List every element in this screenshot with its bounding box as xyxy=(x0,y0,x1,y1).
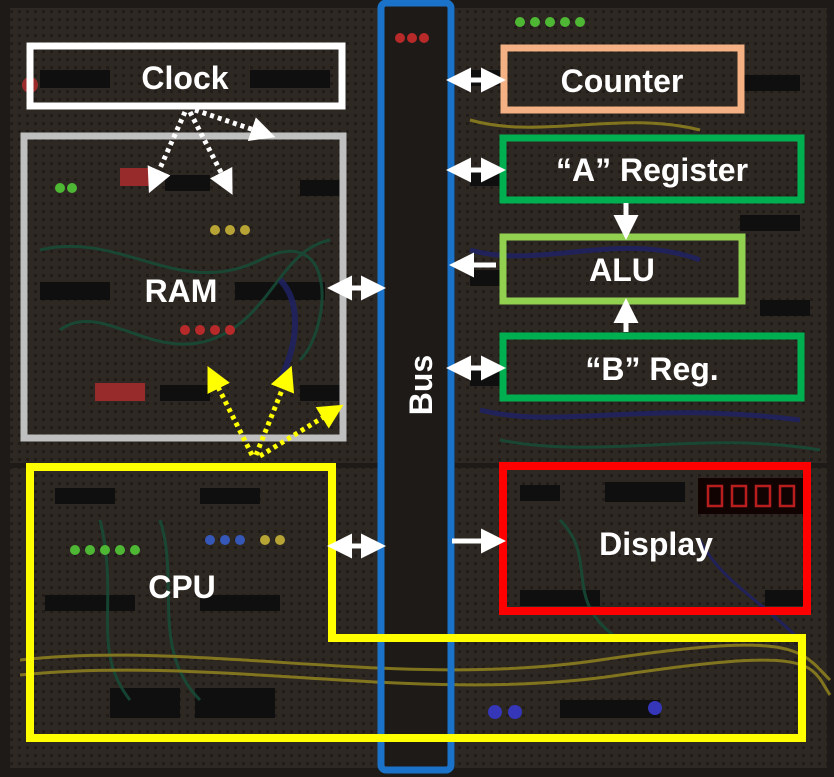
alu-label: ALU xyxy=(589,252,655,288)
dip-switch xyxy=(120,168,150,186)
seven-segment-display xyxy=(698,478,803,514)
clock-label: Clock xyxy=(141,60,228,96)
b-register-label: “B” Reg. xyxy=(585,351,718,387)
bus-label: Bus xyxy=(403,355,439,415)
cpu-box xyxy=(26,463,806,742)
bus-box xyxy=(377,0,455,774)
clock-signal-arrows xyxy=(147,107,276,195)
display-label: Display xyxy=(599,526,713,562)
dip-switch xyxy=(95,383,145,401)
ic-chips xyxy=(40,70,810,718)
control-signal-arrows xyxy=(207,365,344,459)
cpu-label: CPU xyxy=(148,569,216,605)
bus-arrows xyxy=(327,67,639,559)
ram-label: RAM xyxy=(145,273,218,309)
clock-box xyxy=(26,42,346,110)
counter-label: Counter xyxy=(561,63,684,99)
a-register-label: “A” Register xyxy=(556,152,748,188)
